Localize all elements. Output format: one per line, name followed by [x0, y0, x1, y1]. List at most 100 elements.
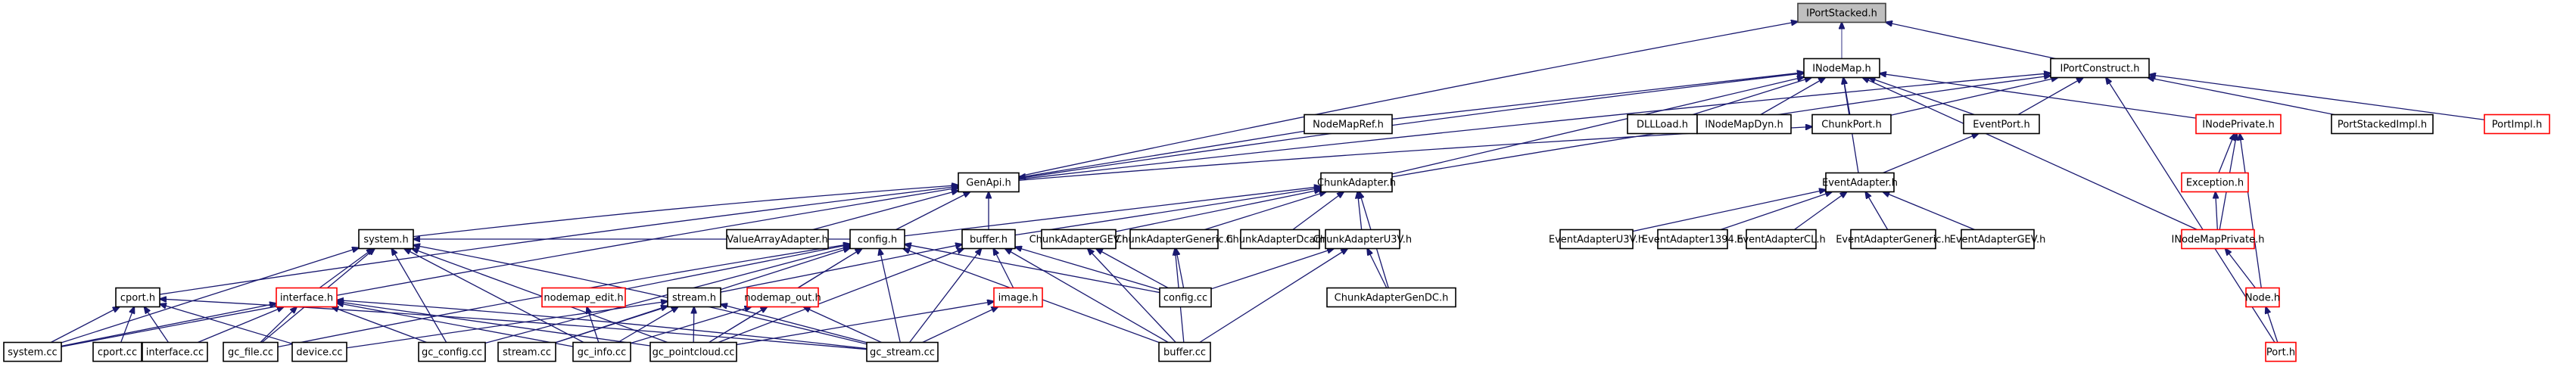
graph-node-inodemap[interactable]: INodeMap.h [1803, 58, 1880, 79]
node-box[interactable] [1627, 114, 1698, 135]
node-box[interactable] [2265, 341, 2297, 362]
graph-node-eventadaptergeneric[interactable]: EventAdapterGeneric.h [1836, 229, 1951, 250]
node-box[interactable] [358, 229, 414, 250]
graph-node-system-h[interactable]: system.h [358, 229, 414, 250]
graph-node-cport-h[interactable]: cport.h [115, 287, 160, 308]
graph-node-chunkport[interactable]: ChunkPort.h [1811, 114, 1892, 135]
node-box[interactable] [649, 341, 737, 362]
node-box[interactable] [115, 287, 160, 308]
graph-node-nodemap-edit[interactable]: nodemap_edit.h [541, 287, 626, 308]
graph-node-genapi[interactable]: GenApi.h [958, 172, 1020, 193]
graph-node-chunkadapter[interactable]: ChunkAdapter.h [1317, 172, 1396, 193]
graph-node-image-h[interactable]: image.h [993, 287, 1043, 308]
node-box[interactable] [849, 229, 905, 250]
node-box[interactable] [3, 341, 62, 362]
node-box[interactable] [1041, 229, 1117, 250]
graph-node-chunkadapteru3v[interactable]: ChunkAdapterU3V.h [1313, 229, 1412, 250]
graph-node-dllload[interactable]: DLLLoad.h [1627, 114, 1698, 135]
node-box[interactable] [1746, 229, 1817, 250]
node-box[interactable] [1961, 229, 2035, 250]
node-box[interactable] [1325, 229, 1400, 250]
graph-node-portstackedimpl[interactable]: PortStackedImpl.h [2331, 114, 2434, 135]
graph-node-eventadaptergev[interactable]: EventAdapterGEV.h [1950, 229, 2046, 250]
graph-node-iportstacked[interactable]: IPortStacked.h [1797, 2, 1886, 23]
node-box[interactable] [726, 229, 829, 250]
node-box[interactable] [2181, 172, 2249, 193]
graph-node-cport-cc[interactable]: cport.cc [92, 341, 142, 362]
graph-node-gc-stream[interactable]: gc_stream.cc [866, 341, 939, 362]
graph-node-chunkadapterdcam[interactable]: ChunkAdapterDcam.h [1226, 229, 1335, 250]
graph-node-exception[interactable]: Exception.h [2181, 172, 2249, 193]
graph-node-config-cc[interactable]: config.cc [1159, 287, 1212, 308]
graph-node-config-h[interactable]: config.h [849, 229, 905, 250]
node-box[interactable] [2195, 114, 2282, 135]
node-box[interactable] [1559, 229, 1634, 250]
graph-node-inodemapdyn[interactable]: INodeMapDyn.h [1696, 114, 1792, 135]
graph-node-chunkadaptergev[interactable]: ChunkAdapterGEV.h [1029, 229, 1129, 250]
node-box[interactable] [92, 341, 142, 362]
graph-node-eventadapteru3v[interactable]: EventAdapterU3V.h [1549, 229, 1644, 250]
node-box[interactable] [958, 172, 1020, 193]
graph-node-stream-cc[interactable]: stream.cc [497, 341, 556, 362]
node-box[interactable] [1696, 114, 1792, 135]
node-box[interactable] [276, 287, 338, 308]
graph-node-nodemap-out[interactable]: nodemap_out.h [744, 287, 821, 308]
node-box[interactable] [1159, 287, 1212, 308]
graph-node-nodemapref[interactable]: NodeMapRef.h [1304, 114, 1393, 135]
graph-node-inodemapprivate[interactable]: INodeMapPrivate.h [2172, 229, 2265, 250]
node-box[interactable] [2331, 114, 2434, 135]
graph-node-portimpl[interactable]: PortImpl.h [2484, 114, 2550, 135]
node-box[interactable] [2484, 114, 2550, 135]
node-box[interactable] [291, 341, 347, 362]
node-box[interactable] [1850, 229, 1936, 250]
graph-node-node-h[interactable]: Node.h [2245, 287, 2280, 308]
node-box[interactable] [541, 287, 626, 308]
node-box[interactable] [1797, 2, 1886, 23]
node-box[interactable] [961, 229, 1016, 250]
graph-node-eventport[interactable]: EventPort.h [1963, 114, 2040, 135]
node-box[interactable] [1811, 114, 1892, 135]
node-box[interactable] [2050, 58, 2150, 79]
graph-node-gc-file[interactable]: gc_file.cc [223, 341, 279, 362]
graph-node-gc-info[interactable]: gc_info.cc [572, 341, 631, 362]
graph-node-chunkadaptergeneric[interactable]: ChunkAdapterGeneric.h [1115, 229, 1233, 250]
node-box[interactable] [1657, 229, 1728, 250]
node-box[interactable] [1825, 172, 1895, 193]
node-box[interactable] [2181, 229, 2255, 250]
node-box[interactable] [746, 287, 819, 308]
graph-node-interface-h[interactable]: interface.h [276, 287, 338, 308]
node-box[interactable] [667, 287, 721, 308]
node-box[interactable] [497, 341, 556, 362]
graph-node-iportconstruct[interactable]: IPortConstruct.h [2050, 58, 2150, 79]
graph-node-stream-h[interactable]: stream.h [667, 287, 721, 308]
graph-node-gc-pointcloud[interactable]: gc_pointcloud.cc [649, 341, 737, 362]
node-box[interactable] [1963, 114, 2040, 135]
graph-node-interface-cc[interactable]: interface.cc [142, 341, 208, 362]
graph-node-gc-config[interactable]: gc_config.cc [418, 341, 486, 362]
graph-node-eventadapter[interactable]: EventAdapter.h [1822, 172, 1898, 193]
node-box[interactable] [223, 341, 279, 362]
node-box[interactable] [2245, 287, 2280, 308]
node-box[interactable] [1304, 114, 1393, 135]
node-box[interactable] [418, 341, 486, 362]
node-box[interactable] [1803, 58, 1880, 79]
node-box[interactable] [1240, 229, 1320, 250]
graph-node-chunkadaptergendc[interactable]: ChunkAdapterGenDC.h [1326, 287, 1456, 308]
graph-node-valuearrayadapter[interactable]: ValueArrayAdapter.h [726, 229, 829, 250]
graph-node-buffer-cc[interactable]: buffer.cc [1158, 341, 1211, 362]
node-box[interactable] [1158, 341, 1211, 362]
node-box[interactable] [572, 341, 631, 362]
node-box[interactable] [1129, 229, 1219, 250]
node-box[interactable] [1320, 172, 1393, 193]
graph-node-eventadapter1394[interactable]: EventAdapter1394.h [1642, 229, 1743, 250]
graph-node-port-h[interactable]: Port.h [2265, 341, 2297, 362]
graph-node-inodeprivate[interactable]: INodePrivate.h [2195, 114, 2282, 135]
node-box[interactable] [1326, 287, 1456, 308]
graph-node-system-cc[interactable]: system.cc [3, 341, 62, 362]
node-box[interactable] [866, 341, 939, 362]
graph-node-device-cc[interactable]: device.cc [291, 341, 347, 362]
graph-node-buffer-h[interactable]: buffer.h [961, 229, 1016, 250]
node-box[interactable] [993, 287, 1043, 308]
graph-node-eventadaptercl[interactable]: EventAdapterCL.h [1737, 229, 1826, 250]
node-box[interactable] [142, 341, 208, 362]
